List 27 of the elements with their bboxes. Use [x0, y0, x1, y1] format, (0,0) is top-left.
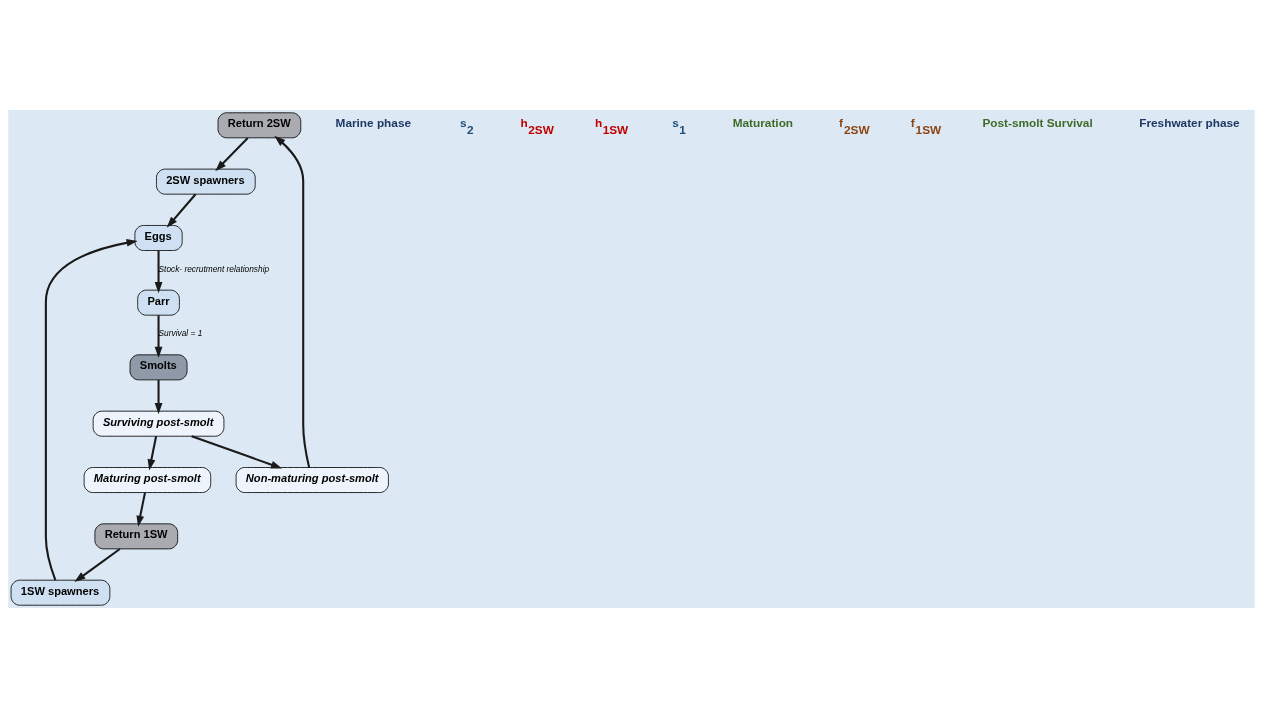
node-box: 2SW spawners [156, 168, 256, 195]
label: Freshwater phase [1139, 115, 1240, 130]
node-box: Parr [137, 289, 180, 316]
arrow [136, 491, 147, 527]
arrow [154, 314, 163, 358]
node-box: Smolts [129, 353, 188, 380]
node-box: Non-maturing post-smolt [235, 466, 389, 493]
node-box: Return 1SW [94, 522, 179, 549]
node-box: 1SW spawners [10, 579, 111, 606]
node-box: Maturing post-smolt [83, 466, 212, 493]
arrow [44, 238, 138, 580]
node-box: Eggs [134, 224, 183, 251]
edge-label: Stock- recrutment relationship [158, 263, 270, 274]
node-box: Return 2SW [217, 111, 302, 138]
arrow [74, 547, 121, 582]
arrow [166, 193, 197, 228]
edge-label: Survival = 1 [158, 327, 203, 338]
arrow [147, 435, 158, 471]
node-box: Surviving post-smolt [92, 410, 225, 437]
arrow [274, 135, 311, 468]
arrow [215, 136, 249, 171]
arrow [191, 434, 283, 469]
label: Post-smolt Survival [982, 115, 1093, 130]
label: Maturation [732, 115, 794, 130]
arrow [154, 250, 163, 293]
label: Marine phase [335, 115, 412, 130]
arrow [154, 379, 163, 414]
